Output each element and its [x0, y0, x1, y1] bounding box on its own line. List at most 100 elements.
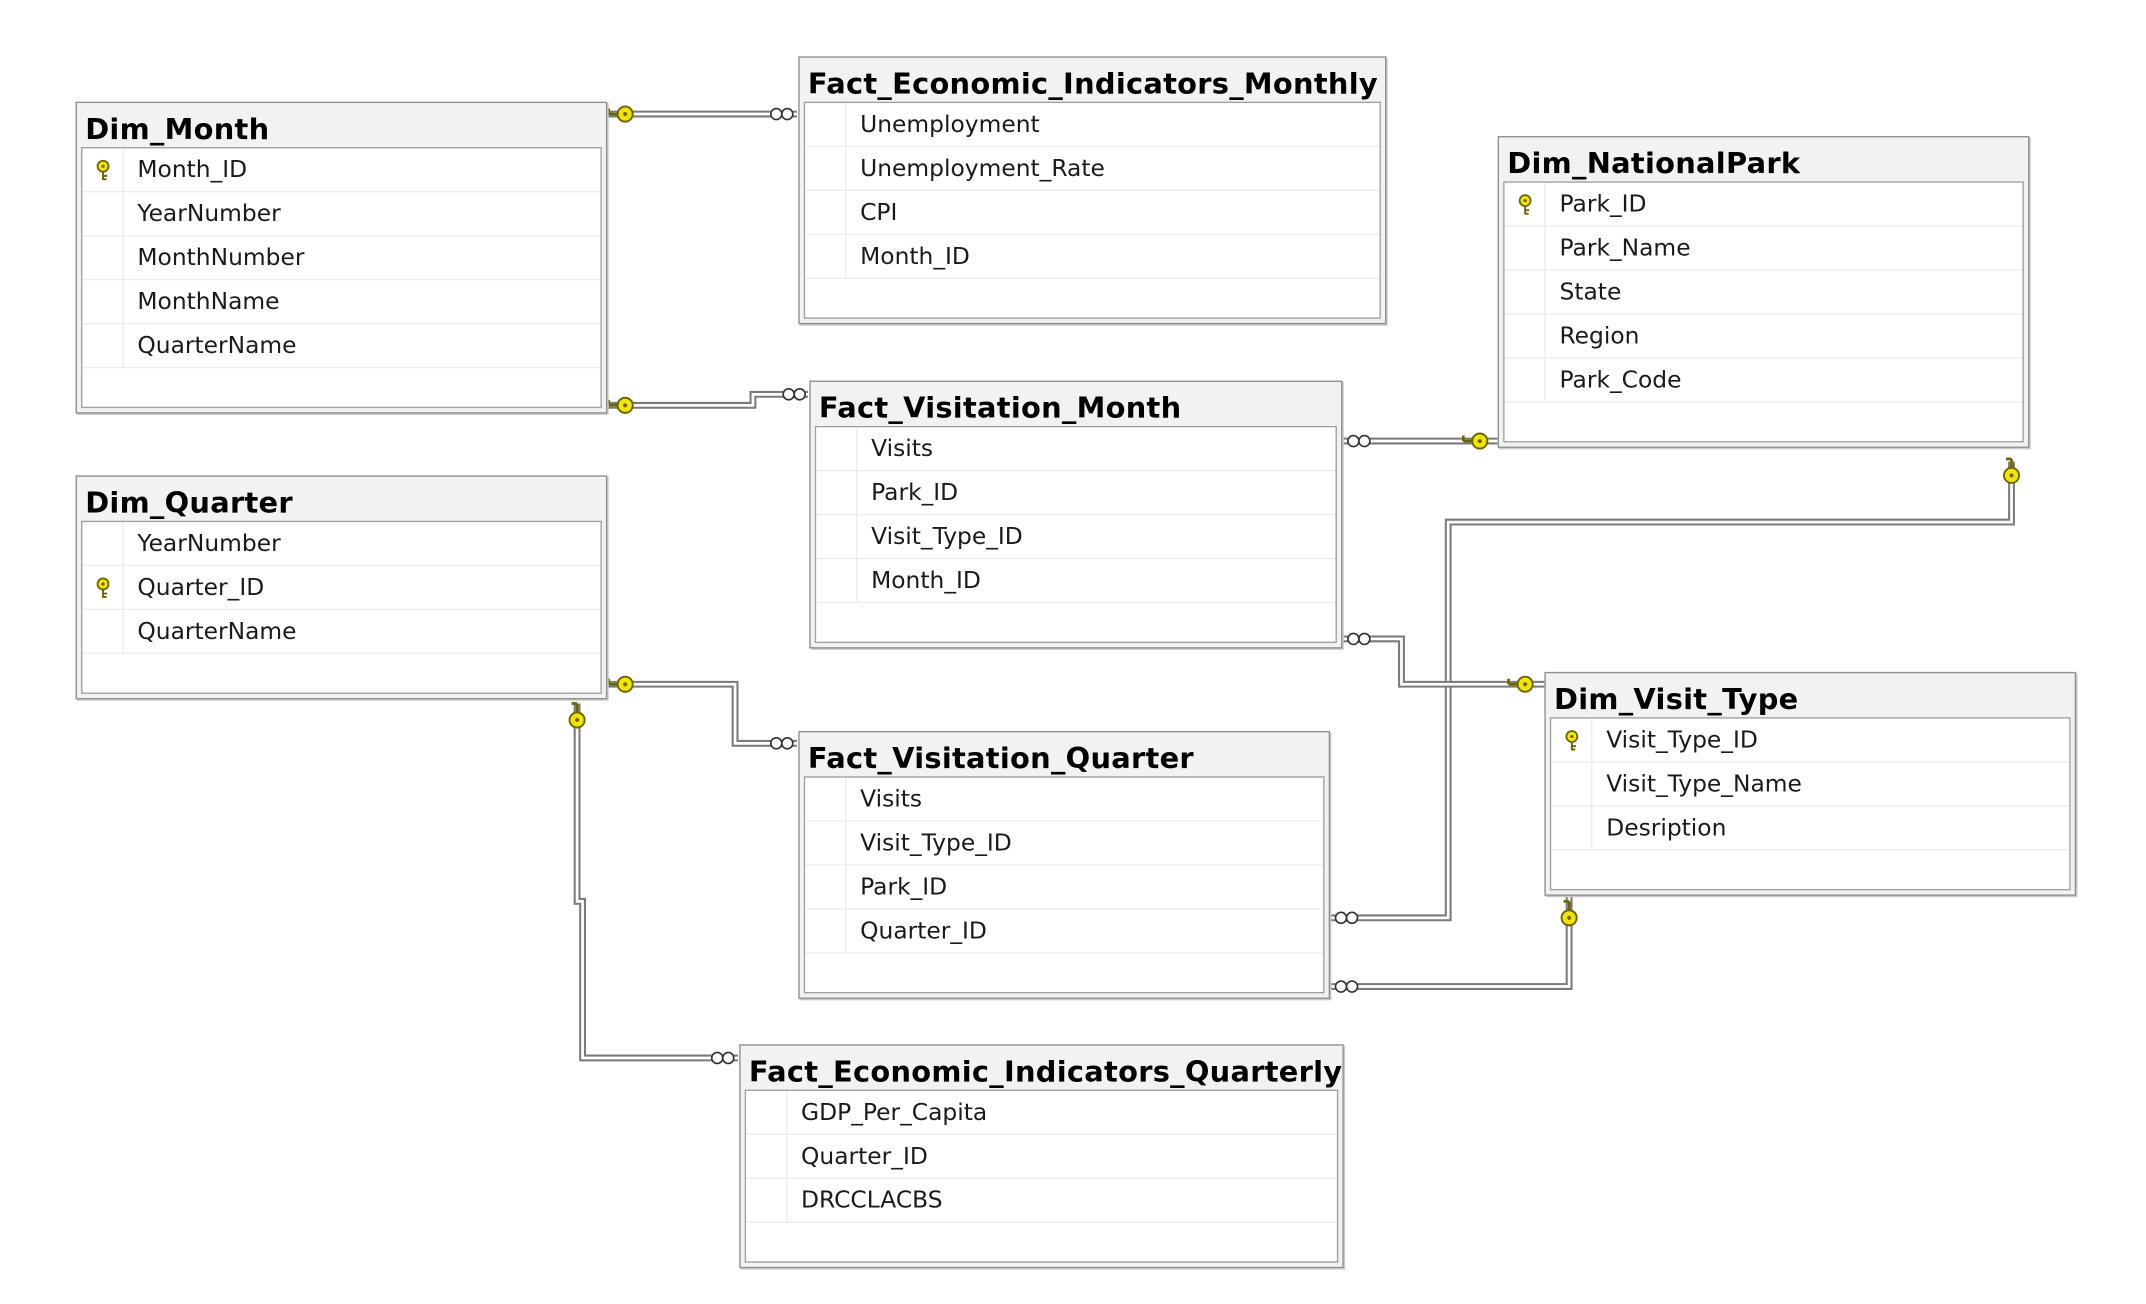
row-selector: [1505, 314, 1546, 358]
column-name: Unemployment: [860, 110, 1040, 139]
column-row[interactable]: Park_ID: [1504, 182, 2023, 227]
relationship-key-icon: [2003, 457, 2021, 484]
column-row[interactable]: Quarter_ID: [746, 1134, 1337, 1179]
primary-key-icon: [82, 566, 124, 609]
table-title: Fact_Economic_Indicators_Monthly: [807, 67, 1378, 101]
relationship-dim_quarter-fact_visitation_quarter[interactable]: [604, 680, 797, 747]
column-row[interactable]: QuarterName: [82, 610, 601, 655]
column-name: Quarter_ID: [137, 573, 265, 602]
row-selector: [82, 522, 124, 565]
relationship-dim_month-fact_visitation_month[interactable]: [604, 390, 808, 409]
column-row[interactable]: MonthNumber: [82, 236, 601, 281]
row-selector: [805, 234, 847, 278]
new-column-row[interactable]: [82, 654, 600, 692]
row-selector: [746, 1090, 788, 1134]
relationship-dim_nationalpark-fact_visitation_quarter[interactable]: [1328, 461, 2015, 922]
column-row[interactable]: MonthName: [82, 280, 601, 325]
column-name: Region: [1559, 322, 1640, 350]
column-row[interactable]: YearNumber: [82, 522, 601, 567]
new-column-row[interactable]: [816, 603, 1335, 641]
row-selector: [1505, 358, 1546, 402]
row-selector: [1551, 762, 1593, 806]
row-selector: [1505, 270, 1546, 314]
column-name: Quarter_ID: [801, 1142, 928, 1170]
column-row[interactable]: YearNumber: [82, 192, 601, 237]
column-row[interactable]: State: [1504, 270, 2023, 315]
column-name: Visit_Type_ID: [860, 829, 1012, 857]
column-name: MonthName: [137, 287, 280, 316]
column-row[interactable]: Quarter_ID: [805, 909, 1324, 954]
table-title: Dim_NationalPark: [1507, 147, 1801, 180]
column-row[interactable]: Park_ID: [805, 865, 1324, 910]
column-row[interactable]: Unemployment_Rate: [805, 147, 1380, 191]
primary-key-icon: [1505, 182, 1546, 226]
infinity-icon: [1347, 434, 1371, 448]
row-selector: [82, 280, 124, 323]
column-row[interactable]: Visits: [816, 427, 1336, 472]
infinity-icon: [782, 388, 806, 401]
row-selector: [805, 821, 847, 865]
column-row[interactable]: DRCCLACBS: [746, 1178, 1337, 1223]
row-selector: [805, 909, 847, 953]
column-name: Visit_Type_ID: [1606, 726, 1758, 754]
column-name: Visit_Type_ID: [871, 522, 1023, 551]
column-name: QuarterName: [137, 617, 297, 646]
column-row[interactable]: Month_ID: [805, 234, 1380, 279]
new-column-row[interactable]: [746, 1223, 1337, 1261]
row-selector: [746, 1178, 788, 1222]
column-name: Unemployment_Rate: [860, 154, 1105, 183]
column-row[interactable]: Desription: [1551, 806, 2070, 851]
new-column-row[interactable]: [82, 368, 600, 406]
column-row[interactable]: CPI: [805, 190, 1380, 235]
column-name: State: [1559, 278, 1622, 306]
column-row[interactable]: Park_ID: [816, 471, 1336, 516]
row-selector: [82, 610, 124, 653]
column-row[interactable]: Month_ID: [816, 559, 1336, 604]
column-row[interactable]: Visit_Type_ID: [816, 515, 1336, 560]
column-row[interactable]: GDP_Per_Capita: [746, 1090, 1337, 1135]
relationship-dim_quarter-fact_econ_quarterly[interactable]: [573, 703, 738, 1062]
column-row[interactable]: QuarterName: [82, 324, 601, 369]
new-column-row[interactable]: [1551, 851, 2069, 889]
relationship-dim_visit_type-fact_visitation_month[interactable]: [1341, 635, 1545, 688]
column-row[interactable]: Region: [1504, 314, 2023, 359]
row-selector: [82, 192, 124, 235]
column-row[interactable]: Park_Name: [1504, 226, 2023, 271]
primary-key-icon: [82, 148, 124, 191]
infinity-icon: [1334, 911, 1359, 925]
new-column-row[interactable]: [805, 279, 1379, 317]
column-row[interactable]: Visit_Type_ID: [805, 821, 1324, 866]
relationship-key-icon: [568, 702, 586, 729]
column-row[interactable]: Park_Code: [1504, 358, 2023, 403]
column-name: Park_Code: [1559, 366, 1682, 394]
row-selector: [1551, 806, 1593, 850]
column-row[interactable]: Visits: [805, 777, 1324, 822]
column-name: Park_Name: [1559, 234, 1691, 262]
row-selector: [1505, 226, 1546, 270]
column-row[interactable]: Visit_Type_Name: [1551, 762, 2070, 807]
column-row[interactable]: Quarter_ID: [82, 566, 601, 611]
relationship-key-icon: [1560, 899, 1578, 927]
table-title: Fact_Economic_Indicators_Quarterly: [748, 1055, 1343, 1089]
new-column-row[interactable]: [1505, 403, 2023, 441]
column-name: Park_ID: [860, 873, 948, 901]
column-row[interactable]: Month_ID: [82, 148, 601, 193]
new-column-row[interactable]: [805, 954, 1323, 992]
column-row[interactable]: Visit_Type_ID: [1551, 718, 2070, 763]
column-row[interactable]: Unemployment: [805, 103, 1380, 148]
